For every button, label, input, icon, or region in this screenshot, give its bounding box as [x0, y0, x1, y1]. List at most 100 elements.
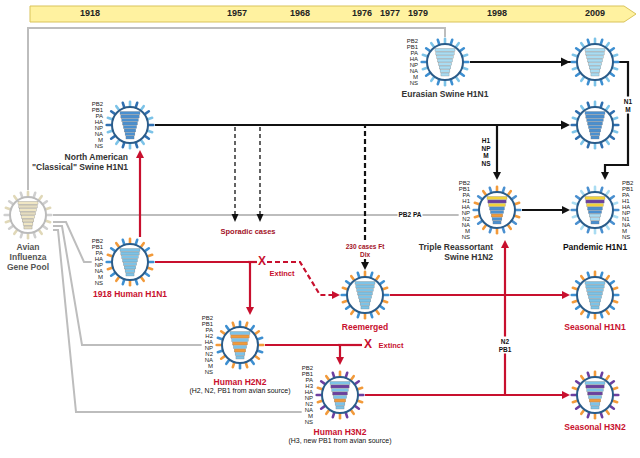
envelope [322, 377, 358, 413]
gene-segment [586, 52, 604, 55]
virus-name-block: Human H3N2(H3, new PB1 from avian source… [283, 427, 397, 446]
gene-segment [588, 207, 603, 210]
gene-segment [232, 339, 249, 342]
virus-icon [215, 320, 265, 370]
gene-segment [585, 112, 605, 115]
virus-icons [572, 39, 619, 149]
gene-segment [587, 204, 604, 207]
virus-node: Reemerged [340, 270, 390, 320]
virus-node: Avian Influenza Gene Pool [3, 190, 53, 240]
year-label: 1977 [380, 9, 400, 19]
gene-segment [589, 214, 601, 217]
gene-list: PB2 PB1 PA H1 HA NP N2 NA M NS [459, 180, 470, 240]
name-label: Human H3N2 [283, 427, 397, 437]
gene-segment [590, 133, 600, 136]
gene-segment [585, 282, 605, 285]
connector [155, 125, 501, 180]
year-label: 1918 [80, 9, 100, 19]
gene-list: PB2 PB1 PA H1 HA NP N1 NA M NS [622, 180, 633, 240]
connector [136, 150, 144, 237]
gene-segment [585, 197, 605, 200]
gene-segment [492, 218, 502, 221]
connector [365, 240, 509, 395]
gene-segment [235, 353, 245, 356]
gene-segment [120, 249, 140, 252]
virus-name-block: Human H2N2(H2, N2, PB1 from avian source… [184, 377, 296, 396]
gene-segment [588, 122, 603, 125]
extinct-label: Extinct [269, 270, 294, 278]
virus-name-block: Reemerged [335, 322, 395, 332]
extinct-mark: X [363, 338, 373, 351]
gene-list: PB2 PB1 PA HA NP NA M NS [92, 101, 103, 149]
gene-segment [361, 306, 369, 309]
gene-list: PB2 PB1 PA HA NP NA M NS [92, 238, 103, 286]
gene-segment [357, 289, 374, 292]
virus-icon [570, 270, 620, 320]
connector-line [155, 125, 497, 174]
name-label: Pandemic H1N1 [559, 242, 631, 252]
gene-segment [590, 218, 600, 221]
arrow-head [493, 172, 501, 180]
gene-segment [591, 136, 599, 139]
edge-label: 230 cases Ft Dix [341, 242, 389, 259]
gene-segment [588, 296, 601, 299]
gene-segment [334, 399, 346, 402]
virus-icon [340, 270, 390, 320]
connector [28, 28, 445, 190]
virus-icon [570, 370, 620, 420]
gene-segment [123, 263, 136, 266]
gene-segment [236, 356, 244, 359]
virus-icon [315, 370, 365, 420]
extinct-line [338, 344, 362, 346]
gene-segment [21, 212, 36, 215]
name-label: Triple Reassortant Swine H1N2 [415, 242, 493, 262]
gene-segment [589, 66, 601, 69]
envelope [112, 244, 148, 280]
envelope [427, 44, 463, 80]
lineage-line [497, 124, 563, 126]
gene-segment [356, 285, 374, 288]
gene-segment [121, 115, 139, 118]
arrow-head [361, 262, 369, 270]
edge-label: PB2 PA [398, 210, 423, 220]
gene-segment [233, 346, 246, 349]
gene-segment [124, 129, 136, 132]
connector [53, 226, 202, 345]
gene-segment [589, 399, 601, 402]
virus-node: Seasonal H1N1 [570, 270, 620, 320]
gene-segment [233, 342, 248, 345]
gene-segment [122, 256, 139, 259]
virus-icon [3, 190, 53, 240]
note-label: (H3, new PB1 from avian source) [283, 437, 397, 446]
virus-name-block: Pandemic H1N1 [559, 242, 631, 252]
connector [390, 291, 570, 299]
connector [265, 345, 344, 365]
gene-segment [330, 382, 350, 385]
gene-segment [585, 49, 605, 52]
arrow-head [136, 150, 144, 158]
year-label: 1976 [352, 9, 372, 19]
gene-segment [586, 285, 604, 288]
envelope [347, 277, 383, 313]
gene-segment [586, 385, 604, 388]
virus-icon [105, 237, 155, 287]
gene-segment [589, 299, 601, 302]
virus-node: PB2 PB1 PA H2 HA NP N2 NA M NSHuman H2N2… [202, 315, 265, 375]
gene-segment [123, 126, 136, 129]
gene-segment [18, 202, 38, 205]
extinct-mark: X [257, 255, 267, 268]
envelope [577, 44, 613, 80]
virus-name-block: Avian Influenza Gene Pool [1, 242, 55, 272]
gene-segment [123, 259, 138, 262]
gene-segment [435, 49, 455, 52]
virus-name-block: Seasonal H1N1 [555, 322, 635, 332]
year-label: 1979 [408, 9, 428, 19]
gene-segment [588, 63, 601, 66]
name-label: North American "Classical" Swine H1N1 [32, 152, 128, 172]
gene-segment [440, 70, 450, 73]
gene-segment [335, 403, 345, 406]
gene-segment [360, 303, 370, 306]
edge-label: H1 NP M NS [480, 136, 491, 168]
envelope [479, 192, 515, 228]
